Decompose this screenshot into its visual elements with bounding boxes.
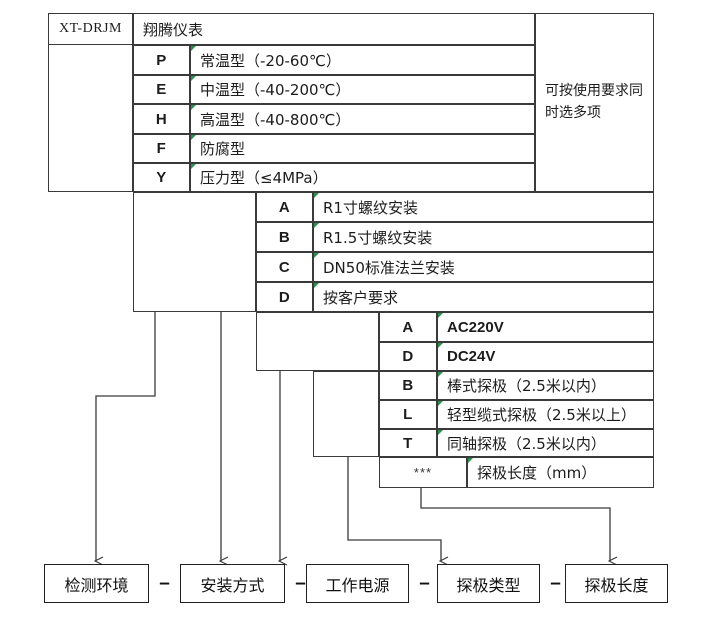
corner-tick-icon [438, 401, 443, 406]
terminal-box-detection-environment[interactable]: 检测环境 [44, 564, 149, 603]
code-cell-power-a: A [379, 312, 437, 342]
desc-cell-probe-length: 探极长度（mm） [467, 457, 654, 488]
code-cell-h: H [133, 104, 190, 134]
code-cell-y: Y [133, 163, 190, 192]
corner-tick-icon [314, 193, 319, 198]
indent-blank-s1 [48, 45, 133, 192]
desc-cell-mount-d: 按客户要求 [313, 282, 654, 312]
code-cell-probe-length: *** [379, 457, 467, 488]
indent-blank-s2 [133, 192, 256, 312]
desc-cell-e: 中温型（-40-200℃） [190, 75, 535, 104]
separator-dash-4: – [550, 572, 561, 594]
desc-cell-y: 压力型（≤4MPa） [190, 163, 535, 192]
code-cell-e: E [133, 75, 190, 104]
corner-tick-icon [191, 105, 196, 110]
corner-tick-icon [191, 76, 196, 81]
desc-cell-h: 高温型（-40-800℃） [190, 104, 535, 134]
code-cell-mount-c: C [256, 252, 313, 282]
desc-cell-probe-t: 同轴探极（2.5米以内） [437, 429, 654, 457]
separator-dash-2: – [295, 572, 306, 594]
corner-tick-icon [468, 458, 473, 463]
corner-tick-icon [314, 253, 319, 258]
code-cell-probe-t: T [379, 429, 437, 457]
code-cell-p: P [133, 45, 190, 75]
desc-cell-mount-b: R1.5寸螺纹安装 [313, 222, 654, 252]
corner-tick-icon [438, 313, 443, 318]
model-code-cell: XT-DRJM [48, 13, 133, 45]
multi-select-note-cell: 可按使用要求同时选多项 [535, 13, 654, 192]
desc-cell-probe-b: 棒式探极（2.5米以内） [437, 371, 654, 400]
code-cell-power-d: D [379, 342, 437, 371]
desc-cell-p: 常温型（-20-60℃） [190, 45, 535, 75]
wire-probe-length [420, 488, 610, 561]
terminal-box-mounting-method[interactable]: 安装方式 [180, 564, 285, 603]
separator-dash-1: – [159, 572, 170, 594]
corner-tick-icon [314, 283, 319, 288]
corner-tick-icon [438, 372, 443, 377]
desc-cell-mount-a: R1寸螺纹安装 [313, 192, 654, 222]
terminal-box-working-power[interactable]: 工作电源 [306, 564, 409, 603]
indent-blank-s3 [256, 312, 379, 371]
code-cell-probe-l: L [379, 400, 437, 429]
desc-cell-power-d: DC24V [437, 342, 654, 371]
corner-tick-icon [438, 430, 443, 435]
code-cell-mount-b: B [256, 222, 313, 252]
code-cell-f: F [133, 134, 190, 163]
desc-cell-power-a: AC220V [437, 312, 654, 342]
code-cell-mount-d: D [256, 282, 313, 312]
indent-blank-s4 [313, 371, 379, 457]
corner-tick-icon [191, 164, 196, 169]
corner-tick-icon [438, 343, 443, 348]
terminal-box-probe-length[interactable]: 探极长度 [565, 564, 668, 603]
desc-cell-mount-c: DN50标准法兰安装 [313, 252, 654, 282]
code-cell-mount-a: A [256, 192, 313, 222]
terminal-box-probe-type[interactable]: 探极类型 [437, 564, 540, 603]
brand-name-cell: 翔腾仪表 [133, 13, 535, 45]
corner-tick-icon [314, 223, 319, 228]
code-cell-probe-b: B [379, 371, 437, 400]
desc-cell-f: 防腐型 [190, 134, 535, 163]
separator-dash-3: – [419, 572, 430, 594]
desc-cell-probe-l: 轻型缆式探极（2.5米以上） [437, 400, 654, 429]
corner-tick-icon [191, 135, 196, 140]
corner-tick-icon [191, 46, 196, 51]
